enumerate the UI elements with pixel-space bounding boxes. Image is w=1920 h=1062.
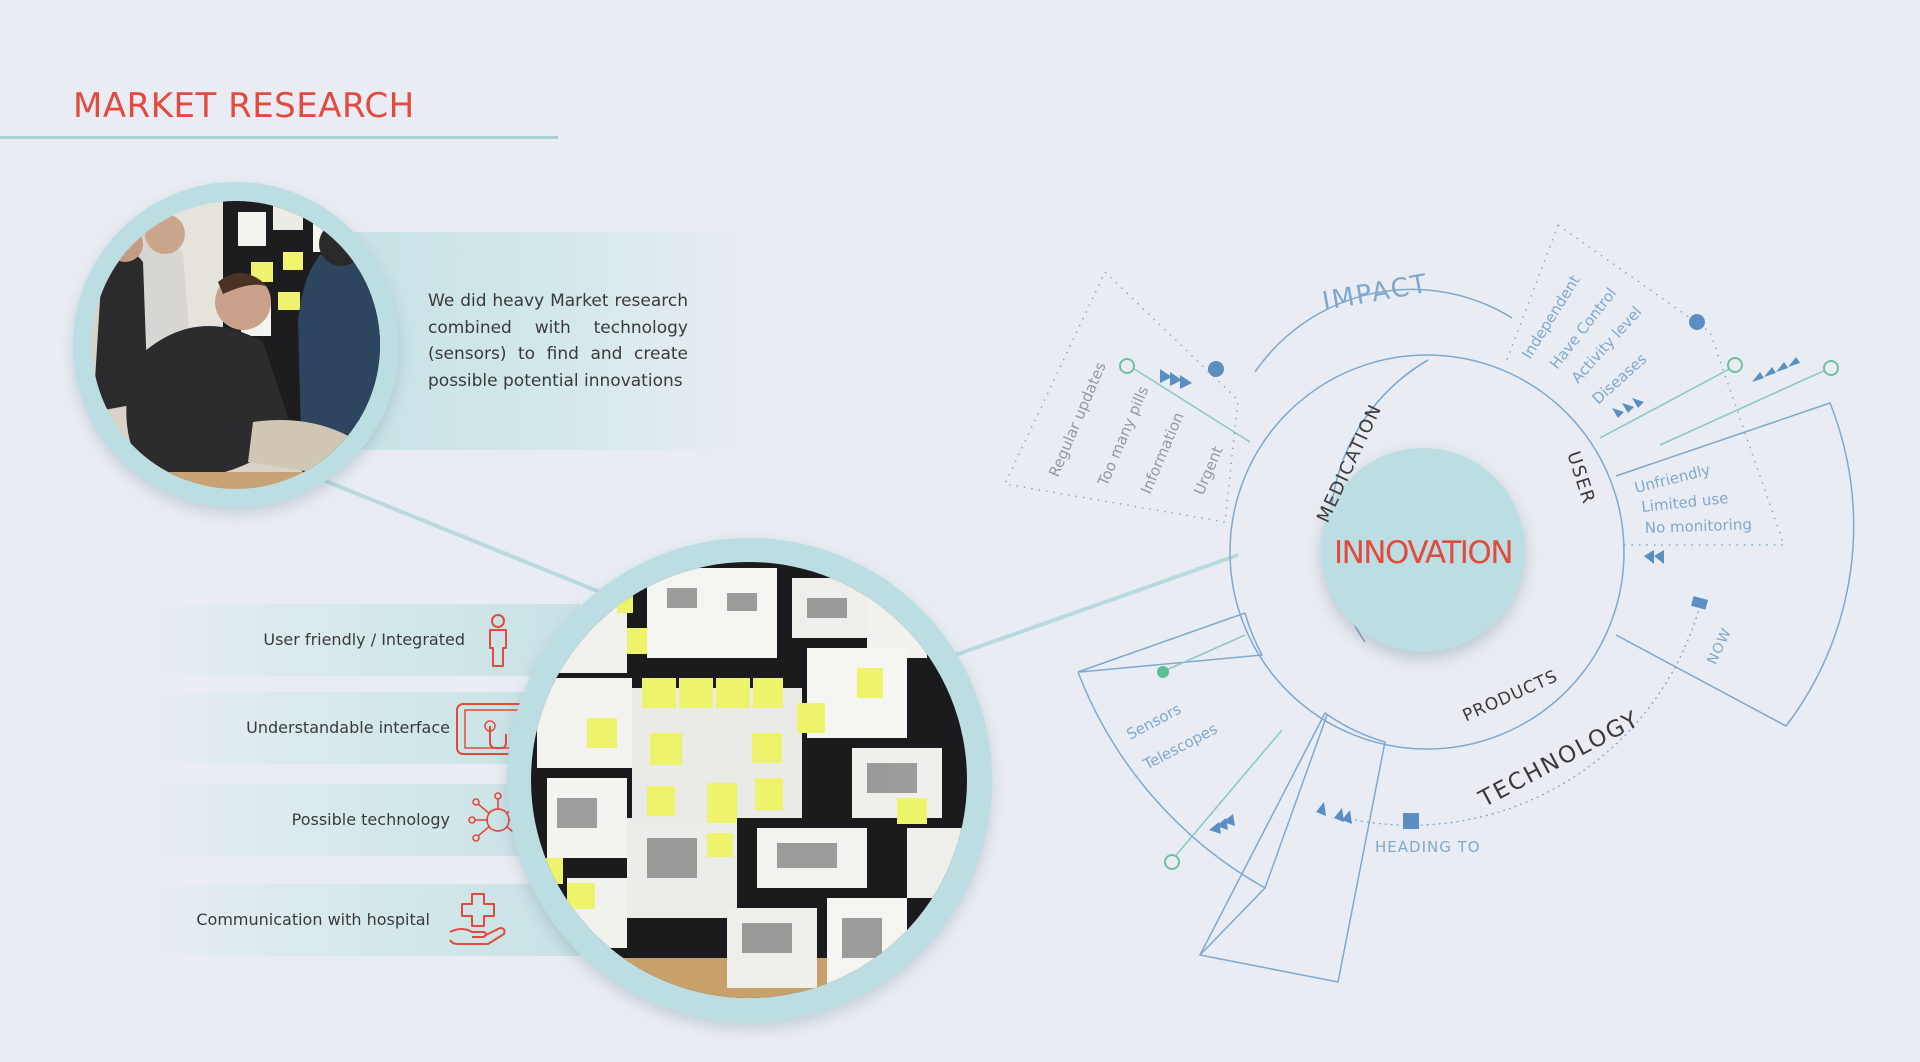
user-item: No monitoring — [1645, 515, 1753, 537]
user-panel — [1615, 402, 1855, 727]
marker-ring — [1823, 360, 1839, 376]
feature-label: User friendly / Integrated — [263, 630, 465, 649]
marker-ring — [1727, 357, 1743, 373]
feature-label: Communication with hospital — [196, 910, 430, 929]
impact-arc — [1254, 288, 1513, 373]
chevron-icons — [1160, 357, 1800, 834]
technology-label: TECHNOLOGY — [1474, 706, 1644, 813]
page-title: MARKET RESEARCH — [73, 86, 415, 126]
innovation-circle — [1321, 448, 1525, 652]
user-label: USER — [1562, 449, 1599, 507]
marker-dot — [1208, 361, 1224, 377]
impact-label: IMPACT — [1320, 269, 1431, 317]
feature-label: Possible technology — [291, 810, 450, 829]
tech-panel-top — [1077, 612, 1264, 673]
tech-panel-bottom — [1198, 711, 1386, 983]
user-item: Limited use — [1641, 489, 1730, 516]
medication-item: Information — [1137, 410, 1188, 497]
heading-to-label: HEADING TO — [1375, 838, 1481, 856]
feature-label: Understandable interface — [246, 718, 450, 737]
innovation-label: INNOVATION — [1334, 535, 1512, 571]
medication-dotted-sector — [1003, 270, 1239, 523]
technology-item: Sensors — [1123, 700, 1184, 744]
medication-item: Urgent — [1190, 443, 1227, 497]
feature-row-hospital: Communication with hospital — [140, 884, 580, 956]
timeline-square — [1690, 596, 1709, 610]
main-circle-ring — [1229, 354, 1625, 750]
description-band — [330, 232, 750, 450]
timeline-square — [1403, 813, 1419, 829]
title-underline — [0, 136, 558, 139]
feature-row-user-friendly: User friendly / Integrated — [140, 604, 580, 676]
medication-item: Regular updates — [1045, 359, 1110, 479]
feature-row-technology: Possible technology — [140, 784, 580, 856]
tech-panel-outer — [1077, 671, 1328, 890]
now-label: NOW — [1704, 626, 1735, 668]
products-label: PRODUCTS — [1460, 666, 1561, 726]
marker-dot — [1689, 314, 1705, 330]
marker-ring — [1119, 358, 1135, 374]
timeline-arc — [1354, 604, 1701, 826]
feature-row-interface: Understandable interface — [140, 692, 580, 764]
medical-hand-icon — [449, 893, 506, 945]
marker-dot — [1157, 666, 1169, 678]
person-icon — [489, 614, 507, 667]
marker-ring — [1164, 854, 1180, 870]
description-text: We did heavy Market research combined wi… — [428, 291, 688, 391]
team-photo — [73, 182, 399, 508]
